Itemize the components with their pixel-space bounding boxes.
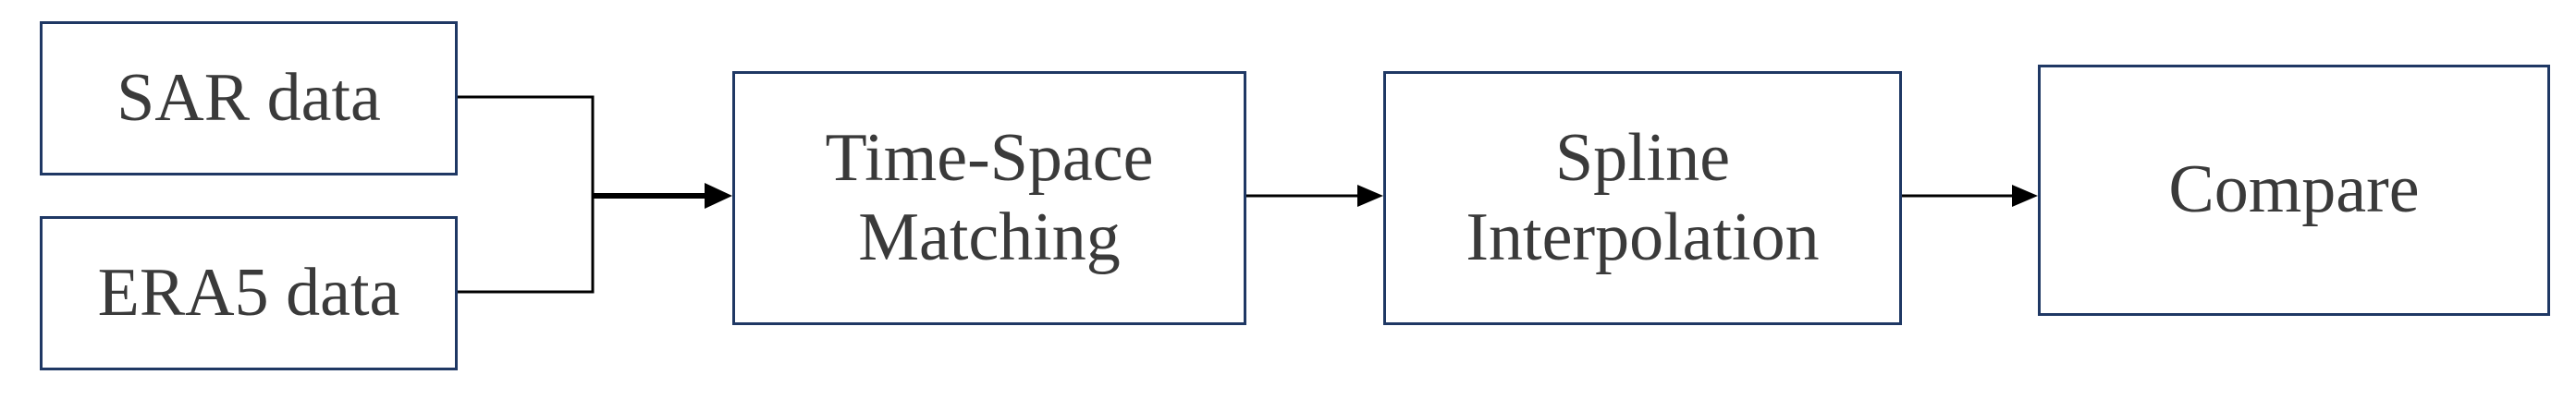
node-spline-interpolation-line-2: Interpolation (1466, 199, 1820, 275)
node-sar-data: SAR data (40, 21, 458, 175)
node-spline-interpolation: Spline Interpolation (1383, 71, 1902, 325)
connector-era5-to-junction (458, 196, 595, 294)
arrowhead-matching (705, 183, 732, 209)
node-era5-data-label: ERA5 data (97, 254, 400, 331)
arrowhead-compare (2012, 185, 2038, 207)
node-compare: Compare (2038, 65, 2550, 316)
node-compare-label: Compare (2168, 151, 2420, 228)
node-time-space-matching-line-2: Matching (858, 199, 1121, 275)
node-time-space-matching-line-1: Time-Space (825, 120, 1154, 197)
node-sar-data-label: SAR data (117, 59, 381, 136)
arrowhead-spline (1357, 185, 1383, 207)
node-time-space-matching: Time-Space Matching (732, 71, 1246, 325)
node-era5-data: ERA5 data (40, 216, 458, 370)
connector-sar-to-junction (458, 95, 595, 196)
node-spline-interpolation-line-1: Spline (1554, 120, 1731, 197)
